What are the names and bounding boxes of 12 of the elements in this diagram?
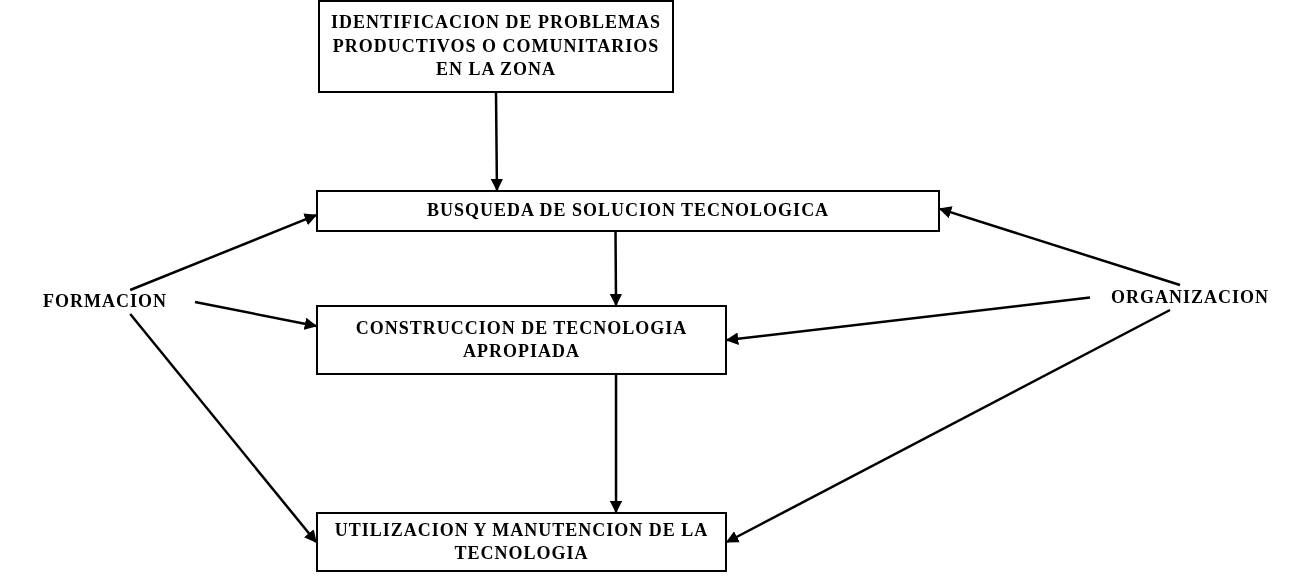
arrow (194, 300, 318, 330)
text-label: FORMACION (15, 290, 195, 314)
arrow (129, 213, 318, 292)
process-box: IDENTIFICACION DE PROBLEMAS PRODUCTIVOS O COMUNITARIOS EN LA ZONA (318, 0, 674, 93)
arrow (490, 93, 504, 192)
arrow (129, 313, 317, 543)
arrow (609, 232, 623, 307)
arrow (609, 375, 623, 514)
process-box: CONSTRUCCION DE TECNOLOGIA APROPIADA (316, 305, 727, 375)
process-box: BUSQUEDA DE SOLUCION TECNOLOGICA (316, 190, 940, 232)
process-box: UTILIZACION Y MANUTENCION DE LA TECNOLOGIA (316, 512, 727, 572)
text-label: ORGANIZACION (1090, 285, 1290, 310)
